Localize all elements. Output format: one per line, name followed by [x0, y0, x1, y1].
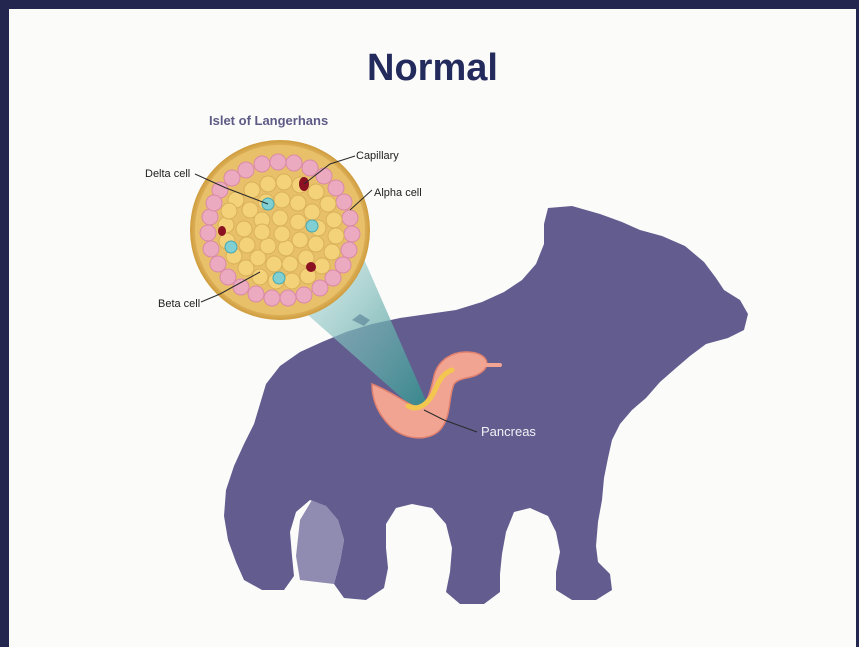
pancreas-label: Pancreas [481, 424, 536, 439]
islet-of-langerhans [190, 140, 370, 320]
alpha-cell-label: Alpha cell [374, 187, 422, 199]
beta-cell-label: Beta cell [158, 298, 200, 310]
islet-label: Islet of Langerhans [209, 113, 328, 128]
capillary-label: Capillary [356, 150, 399, 162]
delta-cell-label: Delta cell [145, 168, 190, 180]
